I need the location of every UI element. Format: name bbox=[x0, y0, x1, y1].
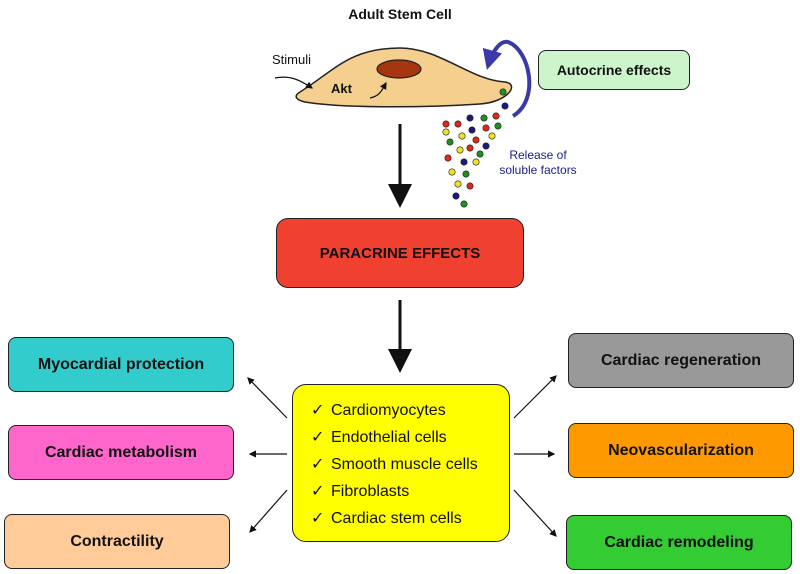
soluble-factor-dot bbox=[454, 180, 462, 188]
cardiac-remodeling-box: Cardiac remodeling bbox=[566, 515, 792, 570]
soluble-factor-dot bbox=[488, 132, 496, 140]
contractility-box: Contractility bbox=[4, 514, 230, 569]
soluble-factor-dot bbox=[468, 126, 476, 134]
neovascularization-box: Neovascularization bbox=[568, 423, 794, 478]
cardiac-remodeling-label: Cardiac remodeling bbox=[604, 533, 754, 551]
release-of-soluble-factors-label: Release of soluble factors bbox=[488, 148, 588, 178]
cardiac-metabolism-label: Cardiac metabolism bbox=[44, 443, 198, 461]
akt-label: Akt bbox=[331, 81, 352, 96]
soluble-factor-dot bbox=[458, 132, 466, 140]
target-item-label: Cardiomyocytes bbox=[331, 402, 446, 419]
cardiac-metabolism-box: Cardiac metabolism bbox=[8, 425, 234, 480]
soluble-factor-dot bbox=[466, 114, 474, 122]
soluble-factor-dot bbox=[482, 124, 490, 132]
autocrine-effects-box: Autocrine effects bbox=[538, 50, 690, 90]
cardiac-regeneration-label: Cardiac regeneration bbox=[600, 351, 762, 369]
check-icon: ✓ bbox=[311, 429, 325, 446]
akt-arrow bbox=[369, 81, 387, 99]
soluble-factor-dot bbox=[476, 150, 484, 158]
neovascularization-label: Neovascularization bbox=[608, 441, 754, 459]
paracrine-effects-box: PARACRINE EFFECTS bbox=[276, 218, 524, 288]
soluble-factor-dot bbox=[466, 144, 474, 152]
target-item-label: Cardiac stem cells bbox=[331, 510, 462, 527]
soluble-factor-dot bbox=[501, 102, 509, 110]
soluble-factor-dot bbox=[446, 138, 454, 146]
target-item: ✓ Fibroblasts bbox=[311, 478, 509, 505]
soluble-factor-dot bbox=[460, 158, 468, 166]
arrow-to-contractility bbox=[249, 489, 288, 533]
soluble-factor-dot bbox=[482, 142, 490, 150]
soluble-factor-dot bbox=[454, 120, 462, 128]
soluble-factor-dot bbox=[448, 168, 456, 176]
paracrine-effects-label: PARACRINE EFFECTS bbox=[319, 244, 481, 262]
target-cells-box: ✓ Cardiomyocytes ✓ Endothelial cells ✓ Smoo… bbox=[292, 384, 510, 542]
target-item-label: Fibroblasts bbox=[331, 483, 410, 500]
autocrine-arrow bbox=[482, 39, 532, 118]
soluble-factor-dot bbox=[442, 120, 450, 128]
target-item-label: Endothelial cells bbox=[331, 429, 447, 446]
stimuli-arrow bbox=[274, 76, 313, 89]
cardiac-regeneration-box: Cardiac regeneration bbox=[568, 333, 794, 388]
soluble-factor-dot bbox=[462, 170, 470, 178]
target-item: ✓ Smooth muscle cells bbox=[311, 451, 509, 478]
soluble-factor-dot bbox=[472, 136, 480, 144]
soluble-factor-dot bbox=[442, 128, 450, 136]
soluble-factor-dot bbox=[456, 146, 464, 154]
target-item: ✓ Endothelial cells bbox=[311, 424, 509, 451]
soluble-factor-dot bbox=[494, 122, 502, 130]
check-icon: ✓ bbox=[311, 402, 325, 419]
check-icon: ✓ bbox=[311, 510, 325, 527]
soluble-factor-dot bbox=[492, 112, 500, 120]
soluble-factors bbox=[442, 88, 509, 208]
target-item-label: Smooth muscle cells bbox=[331, 456, 478, 473]
soluble-factor-dot bbox=[472, 158, 480, 166]
soluble-factor-dot bbox=[444, 154, 452, 162]
check-icon: ✓ bbox=[311, 483, 325, 500]
target-item: ✓ Cardiomyocytes bbox=[311, 397, 509, 424]
soluble-factor-dot bbox=[452, 192, 460, 200]
arrow-to-myocardial-protection bbox=[247, 377, 288, 419]
contractility-label: Contractility bbox=[70, 532, 164, 550]
target-item: ✓ Cardiac stem cells bbox=[311, 505, 509, 532]
autocrine-effects-label: Autocrine effects bbox=[556, 62, 672, 78]
arrow-to-cardiac-regeneration bbox=[513, 375, 557, 419]
myocardial-protection-box: Myocardial protection bbox=[8, 337, 234, 392]
stimuli-label: Stimuli bbox=[272, 52, 312, 67]
release-label-line-2: soluble factors bbox=[499, 163, 577, 177]
release-label-line-1: Release of bbox=[509, 148, 567, 162]
check-icon: ✓ bbox=[311, 456, 325, 473]
myocardial-protection-label: Myocardial protection bbox=[37, 355, 205, 373]
soluble-factor-dot bbox=[466, 182, 474, 190]
soluble-factor-dot bbox=[460, 200, 468, 208]
soluble-factor-dot bbox=[499, 88, 507, 96]
diagram-title: Adult Stem Cell bbox=[348, 6, 452, 22]
cell-nucleus bbox=[376, 59, 422, 79]
arrow-to-cardiac-remodeling bbox=[513, 489, 557, 537]
soluble-factor-dot bbox=[480, 114, 488, 122]
